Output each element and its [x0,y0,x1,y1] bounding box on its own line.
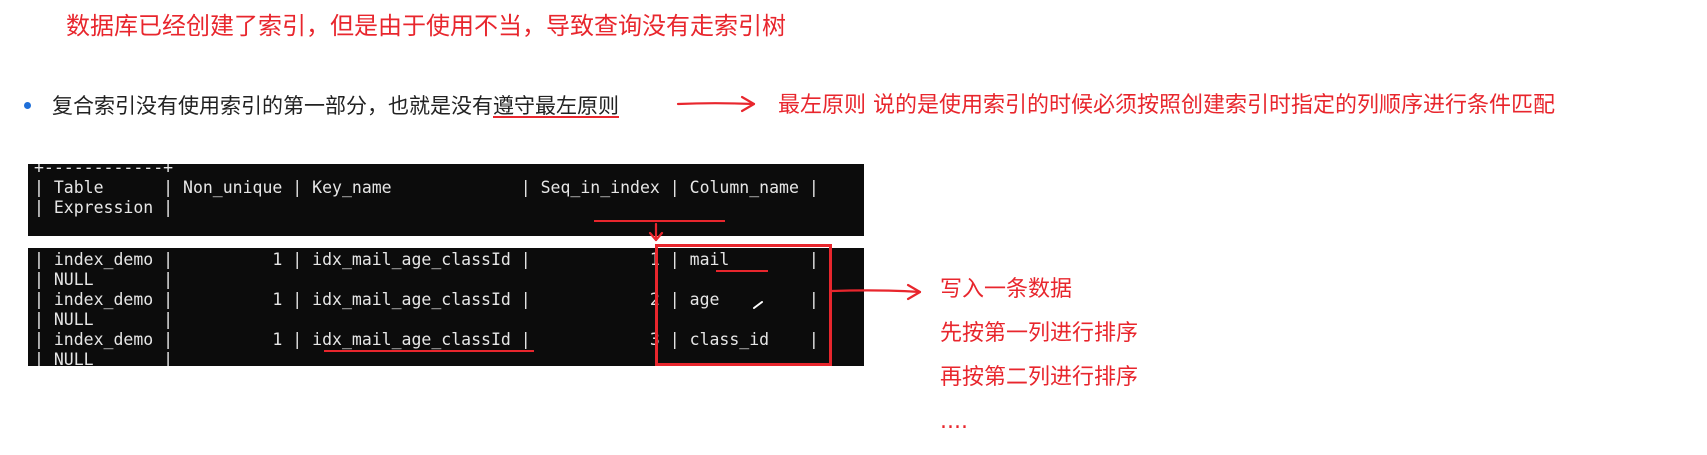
bullet-text: 复合索引没有使用索引的第一部分，也就是没有遵守最左原则 [52,88,619,124]
note-line: 写入一条数据 [940,277,1073,302]
terminal-row: | NULL | [34,350,174,366]
page-heading: 数据库已经创建了索引，但是由于使用不当，导致查询没有走索引树 [66,12,786,40]
terminal-header-line: | Expression | [34,198,174,217]
terminal-row: | NULL | [34,270,174,289]
terminal-row: | NULL | [34,310,174,329]
mail-underline [716,270,768,272]
note-line: 先按第一列进行排序 [940,321,1139,346]
cursor-mark-icon [753,301,763,309]
handwritten-underline [493,116,619,118]
note-line: 再按第二列进行排序 [940,365,1139,390]
terminal-header-panel: +------------+ | Table | Non_unique | Ke… [28,164,864,236]
terminal-row: | index_demo | 1 | idx_mail_age_classId … [34,330,819,349]
terminal-row: | index_demo | 1 | idx_mail_age_classId … [34,290,819,309]
arrow-head-icon [740,95,756,113]
arrow-head-icon [648,231,664,242]
arrow-right-icon [676,102,756,106]
seq-in-index-underline [594,220,725,222]
arrow-head-icon [906,283,922,301]
leftmost-rule-explanation: 最左原则 说的是使用索引的时候必须按照创建索引时指定的列顺序进行条件匹配 [778,93,1555,118]
arrow-right-icon [830,289,922,294]
bullet-underlined-label: 遵守最左原则 [493,94,619,118]
seq-column-highlight-box [655,244,832,366]
key-name-underline [324,350,534,352]
terminal-header-line: | Table | Non_unique | Key_name | Seq_in… [34,178,819,197]
terminal-index-rows: | index_demo | 1 | idx_mail_age_classId … [28,248,864,366]
terminal-row: | index_demo | 1 | idx_mail_age_classId … [34,250,819,269]
terminal-header-line: +------------+ [34,164,174,177]
note-line: .... [940,409,968,434]
bullet-text-underlined: 遵守最左原则 [493,94,619,118]
bullet-dot-icon [24,102,31,109]
bullet-text-plain: 复合索引没有使用索引的第一部分，也就是没有 [52,94,493,118]
